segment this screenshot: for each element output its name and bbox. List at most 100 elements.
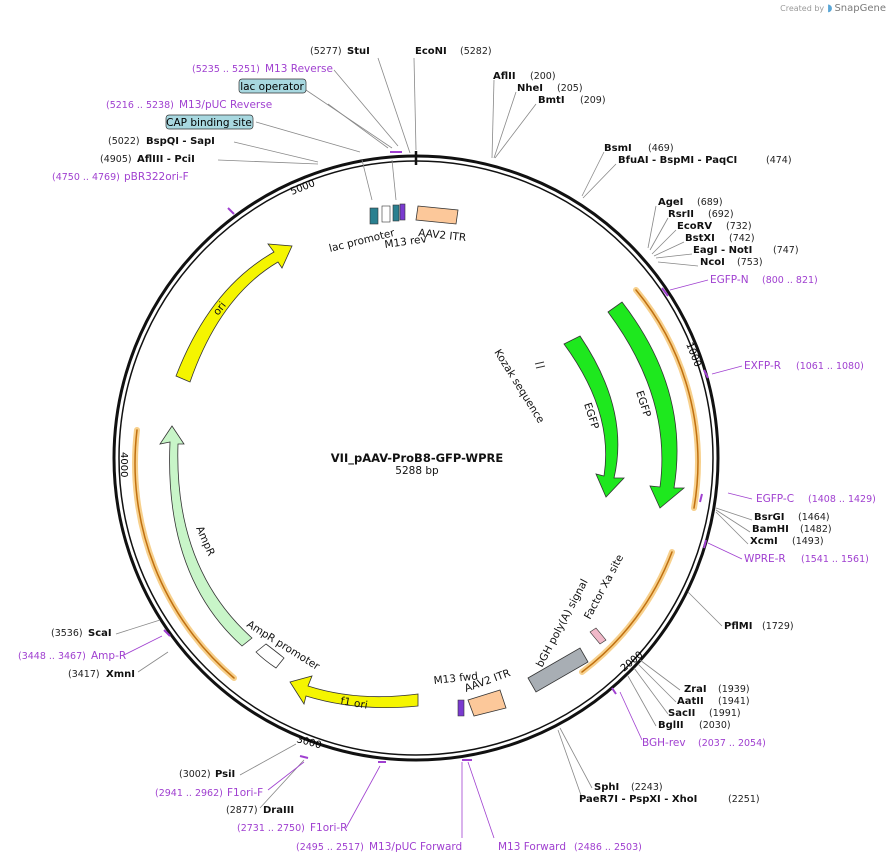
highlight-arcs: [132, 287, 701, 681]
credit-text: Created by: [780, 4, 825, 13]
rsrii-name: RsrII: [668, 209, 694, 220]
ncoi-name: NcoI: [700, 257, 725, 268]
eagi-pos: (747): [773, 245, 799, 256]
m13-fwd-marker: [457, 699, 465, 717]
m13-rev-label: M13 rev: [384, 233, 428, 251]
snapgene-credit: Created by◗SnapGene: [780, 3, 886, 14]
bsmi-pos: (469): [648, 143, 674, 154]
m13rev-name: M13 Reverse: [265, 63, 333, 75]
m13fwd-name: M13 Forward: [498, 841, 566, 853]
m13fwd-pos: (2486 .. 2503): [574, 842, 642, 853]
eagi-name: EagI - NotI: [693, 245, 752, 256]
stui-name: StuI: [347, 46, 370, 57]
snapgene-logo: ◗: [827, 3, 833, 14]
f1r-pos: (2731 .. 2750): [237, 823, 305, 834]
primer-labels: (5235 .. 5251) M13 Reverse (5216 .. 5238…: [18, 63, 876, 853]
xmni-name: XmnI: [106, 669, 135, 680]
aflii-pos: (200): [530, 71, 556, 82]
bsrgi-name: BsrGI: [754, 512, 784, 523]
egfp-inner-arrow: [563, 335, 625, 498]
bsrgi-pos: (1464): [798, 512, 830, 523]
pbr-pos: (4750 .. 4769): [52, 172, 120, 183]
enzyme-labels: (5277) StuI EcoNI (5282) AflII (200) Nhe…: [51, 46, 832, 816]
m13rev-pos: (5235 .. 5251): [192, 64, 260, 75]
sphi-name: SphI: [594, 782, 619, 793]
scai-name: ScaI: [88, 628, 112, 639]
wprer-pos: (1541 .. 1561): [801, 554, 869, 565]
plasmid-name: VII_pAAV-ProB8-GFP-WPRE: [331, 451, 504, 466]
bghrev-name: BGH-rev: [642, 737, 686, 749]
factor-xa-marker: [589, 627, 607, 645]
lac-operator-label: lac operator: [240, 81, 304, 93]
pae-name: PaeR7I - PspXI - XhoI: [579, 794, 697, 805]
bamhi-name: BamHI: [752, 524, 789, 535]
boxed-labels: lac operator CAP binding site: [165, 78, 307, 130]
egfpn-pos: (800 .. 821): [762, 275, 818, 286]
primer-leader-lines: [123, 279, 753, 839]
map-title: VII_pAAV-ProB8-GFP-WPRE 5288 bp: [331, 451, 504, 477]
xmni-pos: (3417): [68, 669, 100, 680]
tick-3000: 3000: [295, 734, 322, 751]
egfp-outer-label: EGFP: [633, 389, 653, 419]
aflii-name: AflII: [493, 71, 516, 82]
ampr-label: AmpR: [193, 524, 217, 558]
f1f-pos: (2941 .. 2962): [155, 788, 223, 799]
bstxi-name: BstXI: [685, 233, 715, 244]
bghrev-pos: (2037 .. 2054): [698, 738, 766, 749]
egfp-outer-arrow: [607, 301, 686, 509]
pflmi-pos: (1729): [762, 621, 794, 632]
ecorv-name: EcoRV: [677, 221, 712, 232]
econi-name: EcoNI: [415, 46, 447, 57]
m13pucf-name: M13/pUC Forward: [369, 841, 462, 853]
zrai-pos: (1939): [718, 684, 750, 695]
bglii-pos: (2030): [699, 720, 731, 731]
plasmid-length: 5288 bp: [395, 465, 439, 477]
xcmi-name: XcmI: [750, 536, 778, 547]
xcmi-pos: (1493): [792, 536, 824, 547]
agei-name: AgeI: [658, 197, 683, 208]
zrai-name: ZraI: [684, 684, 707, 695]
draiii-pos: (2877): [226, 805, 258, 816]
agei-pos: (689): [697, 197, 723, 208]
ampr-promoter-arrow: [255, 643, 285, 669]
aav2-itr-top-label: AAV2 ITR: [418, 227, 467, 244]
kozak-label: Kozak sequence: [491, 347, 546, 425]
cap-site-label: CAP binding site: [166, 117, 252, 129]
bfuai-name: BfuAI - BspMI - PaqCI: [618, 155, 737, 166]
m13puc-pos: (5216 .. 5238): [106, 100, 174, 111]
f1-ori-arrow: [289, 675, 419, 709]
brand-text: SnapGene: [834, 3, 886, 14]
backbone: [112, 151, 720, 762]
factor-xa-label: Factor Xa site: [582, 553, 626, 622]
psti-name: PsiI: [215, 769, 235, 780]
bspqi-pos: (5022): [108, 136, 140, 147]
egfpc-pos: (1408 .. 1429): [808, 494, 876, 505]
pbr-name: pBR322ori-F: [124, 171, 189, 183]
econi-pos: (5282): [460, 46, 492, 57]
ncoi-pos: (753): [737, 257, 763, 268]
pae-pos: (2251): [728, 794, 760, 805]
ampr-primer-name: Amp-R: [91, 650, 126, 662]
f1-ori-label: f1 ori: [339, 695, 368, 712]
nhei-name: NheI: [517, 83, 543, 94]
ampr-promoter-label: AmpR promoter: [244, 618, 322, 673]
bstxi-pos: (742): [729, 233, 755, 244]
lac-promoter-box: [369, 203, 406, 225]
f1f-name: F1ori-F: [227, 787, 263, 799]
ampr-arrow: [159, 425, 253, 647]
f1r-name: F1ori-R: [310, 822, 347, 834]
scai-pos: (3536): [51, 628, 83, 639]
leader-lines: [115, 57, 753, 809]
egfpc-name: EGFP-C: [756, 493, 794, 505]
bsmi-name: BsmI: [604, 143, 632, 154]
tick-4000: 4000: [118, 452, 129, 477]
egfpn-name: EGFP-N: [710, 274, 749, 286]
afliii-pos: (4905): [100, 154, 132, 165]
aav2-itr-bottom-box: [467, 689, 507, 717]
bglii-name: BglII: [658, 720, 684, 731]
pflmi-name: PflMI: [724, 621, 752, 632]
exfpr-name: EXFP-R: [744, 360, 781, 372]
rsrii-pos: (692): [708, 209, 734, 220]
bfuai-pos: (474): [766, 155, 792, 166]
